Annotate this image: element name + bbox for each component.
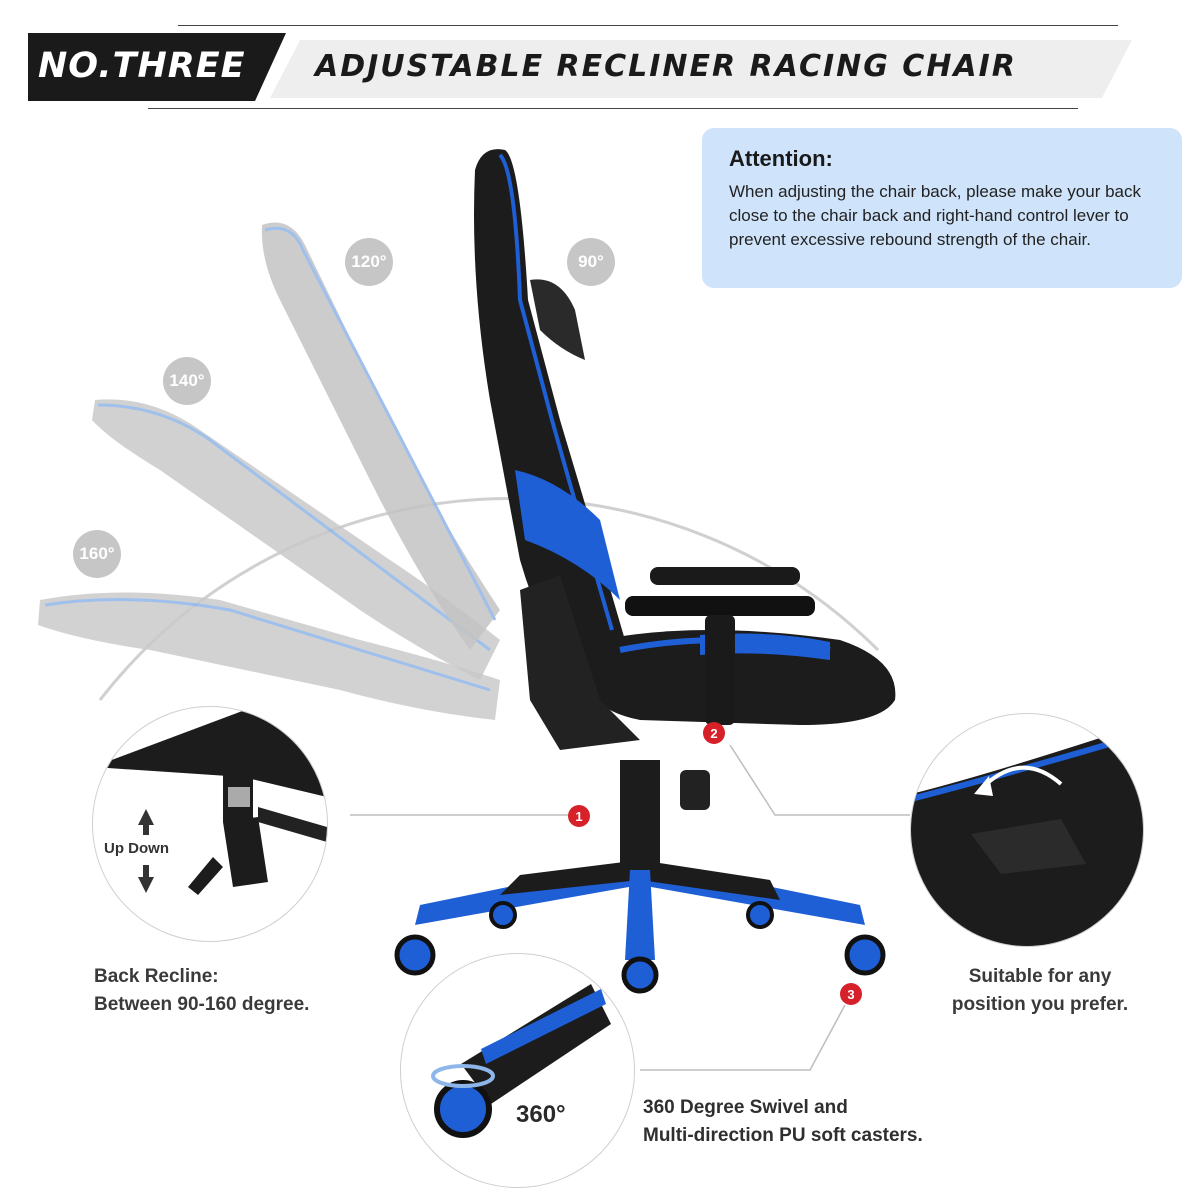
leader-line-caster [640,1004,846,1071]
caster-degree-label: 360° [516,1101,566,1128]
ghost-backrest-140 [92,399,500,680]
up-down-label: Up Down [104,840,169,857]
header-title: ADJUSTABLE RECLINER RACING CHAIR [315,49,1017,84]
header-badge: NO.THREE [38,46,246,86]
marker-1: 1 [568,805,590,827]
header-badge-background [28,33,286,101]
position-caption: Suitable for any position you prefer. [920,963,1160,1019]
arrow-down-icon [138,865,154,893]
angle-badge-90: 90° [567,238,615,286]
height-adjust-detail [93,707,327,895]
attention-body: When adjusting the chair back, please ma… [729,182,1142,249]
ghost-backrest-120 [261,222,500,650]
header-bottom-rule [148,108,1078,109]
position-caption-line1: Suitable for any [968,966,1112,987]
angle-badge-160: 160° [73,530,121,578]
arrow-up-icon [138,809,154,835]
marker-2: 2 [703,722,725,744]
recline-caption-line2: Between 90-160 degree. [94,994,310,1015]
swivel-ring-icon [431,1064,495,1088]
attention-title: Attention: [729,146,833,171]
angle-badge-120: 120° [345,238,393,286]
caster-detail [431,984,611,1138]
marker-3: 3 [840,983,862,1005]
caster-circle [400,953,635,1188]
ghost-backrest-160 [38,592,500,720]
height-adjust-circle [92,706,328,942]
chair-upright [394,149,896,994]
recline-lever-circle [910,713,1144,947]
position-caption-line2: position you prefer. [951,994,1129,1015]
header-top-rule [178,25,1118,26]
leader-line-armrest [729,744,910,816]
recline-lever-detail [911,724,1143,946]
swivel-caption: 360 Degree Swivel and Multi-direction PU… [643,1094,1003,1150]
recline-caption-line1: Back Recline: [94,966,219,987]
recline-caption: Back Recline: Between 90-160 degree. [94,963,414,1019]
angle-badge-140: 140° [163,357,211,405]
attention-box [702,128,1182,288]
swivel-caption-line1: 360 Degree Swivel and [643,1097,848,1118]
swivel-caption-line2: Multi-direction PU soft casters. [643,1125,923,1146]
header-title-background [270,40,1132,98]
